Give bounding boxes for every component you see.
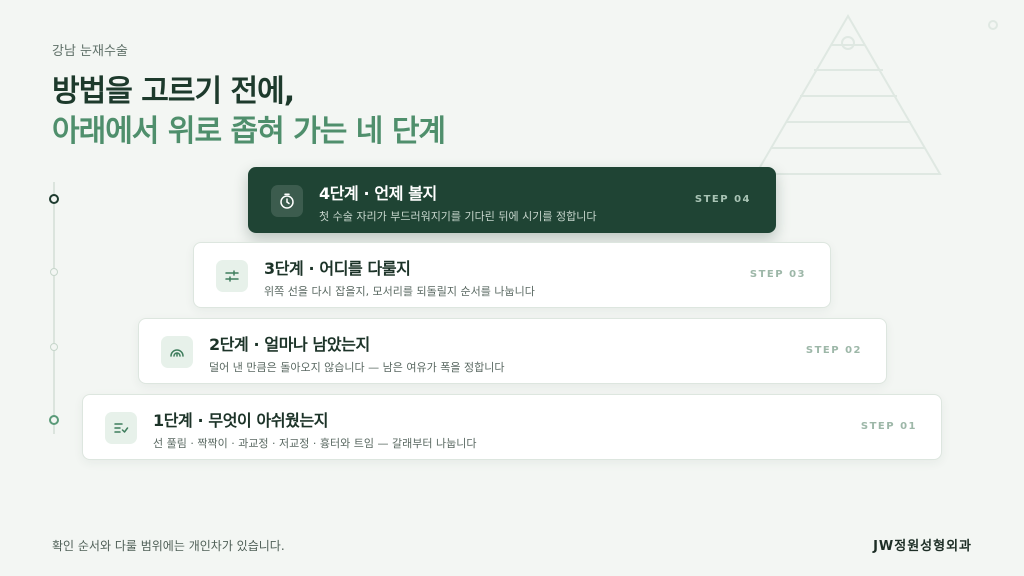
step-badge: STEP 02 bbox=[805, 345, 862, 356]
step-card-1[interactable]: 1단계 · 무엇이 아쉬웠는지 선 풀림 · 짝짝이 · 과교정 · 저교정 ·… bbox=[82, 394, 942, 460]
step-title: 1단계 · 무엇이 아쉬웠는지 bbox=[153, 411, 329, 430]
step-title: 2단계 · 얼마나 남았는지 bbox=[209, 335, 370, 354]
page-title: 방법을 고르기 전에, 아래에서 위로 좁혀 가는 네 단계 bbox=[52, 72, 446, 152]
step-card-4[interactable]: 4단계 · 언제 볼지 첫 수술 자리가 부드러워지기를 기다린 뒤에 시기를 … bbox=[248, 167, 776, 233]
step-badge: STEP 01 bbox=[860, 421, 917, 432]
eyebrow-label: 강남 눈재수술 bbox=[52, 44, 128, 59]
title-line-2: 아래에서 위로 좁혀 가는 네 단계 bbox=[52, 114, 446, 149]
step-title: 3단계 · 어디를 다룰지 bbox=[264, 259, 411, 278]
step-card-2[interactable]: 2단계 · 얼마나 남았는지 덜어 낸 만큼은 돌아오지 않습니다 — 남은 여… bbox=[138, 318, 887, 384]
title-line-1: 방법을 고르기 전에, bbox=[52, 74, 295, 109]
checklist-icon bbox=[105, 412, 137, 444]
brand-logo-text: JW정원성형외과 bbox=[873, 539, 972, 554]
step-badge: STEP 03 bbox=[749, 269, 806, 280]
step-description: 선 풀림 · 짝짝이 · 과교정 · 저교정 · 흉터와 트임 — 갈래부터 나… bbox=[153, 437, 477, 450]
step-description: 첫 수술 자리가 부드러워지기를 기다린 뒤에 시기를 정합니다 bbox=[319, 210, 597, 223]
timer-icon bbox=[271, 185, 303, 217]
timeline-dot-step-4 bbox=[49, 194, 59, 204]
timeline-dot-step-2 bbox=[50, 343, 58, 351]
sliders-icon bbox=[216, 260, 248, 292]
step-description: 덜어 낸 만큼은 돌아오지 않습니다 — 남은 여유가 폭을 정합니다 bbox=[209, 361, 505, 374]
step-description: 위쪽 선을 다시 잡을지, 모서리를 되돌릴지 순서를 나눕니다 bbox=[264, 285, 535, 298]
step-card-3[interactable]: 3단계 · 어디를 다룰지 위쪽 선을 다시 잡을지, 모서리를 되돌릴지 순서… bbox=[193, 242, 831, 308]
timeline-line bbox=[53, 182, 55, 434]
timeline-dot-step-1 bbox=[49, 415, 59, 425]
arc-gauge-icon bbox=[161, 336, 193, 368]
step-badge: STEP 04 bbox=[694, 194, 751, 205]
timeline-dot-step-3 bbox=[50, 268, 58, 276]
step-title: 4단계 · 언제 볼지 bbox=[319, 184, 437, 203]
footnote: 확인 순서와 다룰 범위에는 개인차가 있습니다. bbox=[52, 539, 285, 553]
